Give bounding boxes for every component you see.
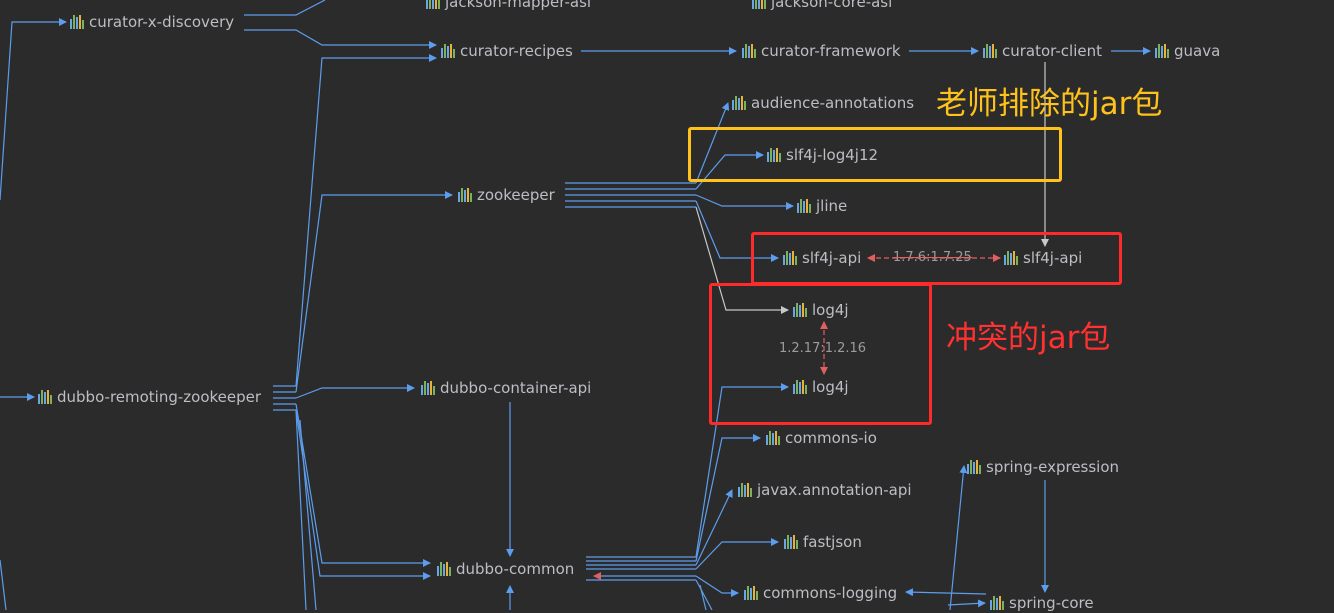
node-label: dubbo-container-api	[440, 379, 592, 397]
log4j-version-conflict-label: 1.2.17:1.2.16	[779, 341, 867, 356]
node-label: dubbo-remoting-zookeeper	[57, 388, 262, 406]
maven-module-icon	[732, 96, 746, 110]
conflict-jar-annotation: 冲突的jar包	[946, 320, 1111, 356]
node-dubbo-container-api[interactable]: dubbo-container-api	[421, 378, 591, 398]
maven-module-icon	[70, 15, 84, 29]
node-label: curator-framework	[761, 42, 901, 60]
node-fastjson[interactable]: fastjson	[784, 532, 862, 552]
node-label: jackson-core-asl	[771, 0, 893, 11]
node-audience-annotations[interactable]: audience-annotations	[732, 93, 914, 113]
node-label: guava	[1174, 42, 1221, 60]
node-label: log4j	[812, 378, 849, 396]
node-label: spring-expression	[986, 458, 1120, 476]
maven-module-icon	[426, 0, 440, 9]
node-jackson-core-asl[interactable]: jackson-core-asl	[752, 0, 892, 12]
maven-module-icon	[458, 188, 472, 202]
node-label: slf4j-api	[1023, 249, 1083, 267]
maven-module-icon	[38, 390, 52, 404]
maven-module-icon	[793, 303, 807, 317]
maven-module-icon	[752, 0, 766, 9]
maven-module-icon	[784, 535, 798, 549]
maven-module-icon	[742, 44, 756, 58]
node-label: commons-logging	[763, 584, 898, 602]
node-label: javax.annotation-api	[757, 481, 912, 499]
node-label: zookeeper	[477, 186, 555, 204]
node-zookeeper[interactable]: zookeeper	[458, 185, 555, 205]
node-label: slf4j-log4j12	[786, 146, 879, 164]
node-javax-annotation-api[interactable]: javax.annotation-api	[738, 480, 912, 500]
excluded-jar-annotation: 老师排除的jar包	[936, 86, 1163, 122]
maven-module-icon	[793, 380, 807, 394]
node-label: slf4j-api	[802, 249, 862, 267]
maven-module-icon	[441, 44, 455, 58]
maven-module-icon	[990, 596, 1004, 610]
node-label: curator-x-discovery	[89, 13, 235, 31]
maven-module-icon	[983, 44, 997, 58]
slf4j-version-conflict-label: 1.7.6:1.7.25	[893, 250, 972, 265]
node-log4j-top[interactable]: log4j	[793, 300, 849, 320]
maven-module-icon	[1155, 44, 1169, 58]
node-commons-io[interactable]: commons-io	[766, 428, 877, 448]
node-log4j-bottom[interactable]: log4j	[793, 377, 849, 397]
node-guava[interactable]: guava	[1155, 41, 1220, 61]
node-jline[interactable]: jline	[797, 196, 847, 216]
node-label: jline	[816, 197, 848, 215]
node-slf4j-api-right[interactable]: slf4j-api	[1004, 248, 1082, 268]
maven-module-icon	[766, 431, 780, 445]
maven-module-icon	[783, 251, 797, 265]
excluded-jar-highlight	[688, 127, 1062, 182]
slf4j-conflict-highlight	[751, 232, 1122, 285]
node-label: commons-io	[785, 429, 877, 447]
maven-module-icon	[767, 148, 781, 162]
node-curator-recipes[interactable]: curator-recipes	[441, 41, 573, 61]
node-curator-framework[interactable]: curator-framework	[742, 41, 901, 61]
node-slf4j-log4j12[interactable]: slf4j-log4j12	[767, 145, 878, 165]
node-curator-client[interactable]: curator-client	[983, 41, 1102, 61]
node-commons-logging[interactable]: commons-logging	[744, 583, 897, 603]
maven-module-icon	[744, 586, 758, 600]
node-label: fastjson	[803, 533, 862, 551]
node-slf4j-api-left[interactable]: slf4j-api	[783, 248, 861, 268]
maven-module-icon	[437, 562, 451, 576]
node-label: curator-recipes	[460, 42, 573, 60]
node-dubbo-remoting-zookeeper[interactable]: dubbo-remoting-zookeeper	[38, 387, 261, 407]
node-label: log4j	[812, 301, 849, 319]
node-label: dubbo-common	[456, 560, 575, 578]
node-label: spring-core	[1009, 594, 1094, 612]
maven-module-icon	[421, 381, 435, 395]
maven-module-icon	[1004, 251, 1018, 265]
log4j-conflict-highlight	[709, 283, 932, 425]
node-curator-x-discovery[interactable]: curator-x-discovery	[70, 12, 234, 32]
node-label: audience-annotations	[751, 94, 915, 112]
node-label: curator-client	[1002, 42, 1102, 60]
maven-module-icon	[738, 483, 752, 497]
node-spring-core[interactable]: spring-core	[990, 593, 1094, 613]
maven-module-icon	[967, 460, 981, 474]
node-spring-expression[interactable]: spring-expression	[967, 457, 1119, 477]
node-jackson-mapper-asl[interactable]: jackson-mapper-asl	[426, 0, 591, 12]
node-dubbo-common[interactable]: dubbo-common	[437, 559, 574, 579]
maven-module-icon	[797, 199, 811, 213]
node-label: jackson-mapper-asl	[445, 0, 592, 11]
